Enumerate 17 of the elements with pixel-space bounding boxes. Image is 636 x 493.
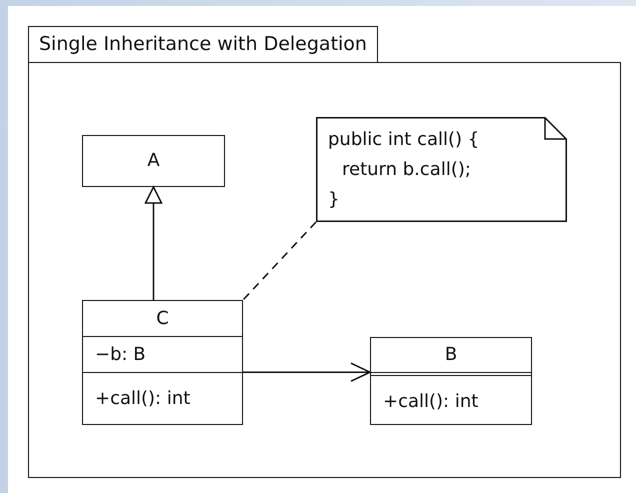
class-name: A [147, 150, 160, 171]
class-box [82, 300, 243, 425]
attribute: −b: B [95, 344, 146, 365]
code-line: } [328, 188, 340, 212]
note [316, 117, 567, 222]
class-name: C [156, 308, 169, 329]
generalization-arrow [144, 186, 162, 300]
note-link [242, 221, 317, 301]
code-line: return b.call(); [341, 158, 472, 182]
class-box [82, 135, 225, 187]
association-arrow [243, 362, 371, 382]
frame-title: Single Inheritance with Delegation [28, 26, 378, 63]
code-line: public int call() { [328, 128, 480, 152]
operation: +call(): int [95, 388, 190, 409]
operation: +call(): int [383, 391, 478, 412]
class-name: B [444, 344, 458, 365]
class-box [370, 337, 532, 425]
